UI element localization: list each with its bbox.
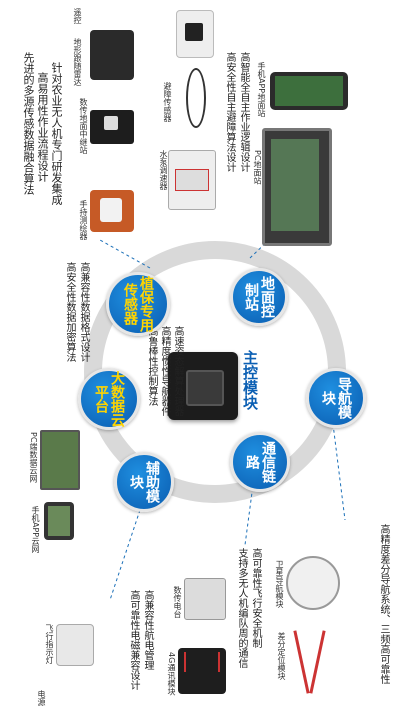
data-feature-2: 高安全性数据加密算法 [64,262,75,362]
handheld-mapper-image [90,190,134,232]
rtk-module-image [290,630,334,694]
radio-module-caption: 数传电台 [173,586,182,618]
caption-obstacle-sensor: 避障传感器 [163,82,172,122]
controller-chip-icon [186,370,224,406]
phone-app-caption: 手机APP地面站 [257,62,266,118]
pc-cloud-caption: PC端数据云网 [29,432,38,483]
comm-feature-2: 支持多无人机编队周的通信 [236,548,247,668]
data-feature-1: 高兼容性数据格式设计 [78,262,89,362]
node-ground-station[interactable]: 地面控制站 [230,268,288,326]
ground-feature-2: 高安全性自主避障算法设计 [224,52,235,172]
phone-cloud-caption: 手机APP云网 [31,506,40,554]
radio-module-image [184,578,226,620]
rtk-module-caption: 差分定位模块 [277,632,286,680]
remote-control-image [176,10,214,58]
pc-station-image [262,128,332,246]
center-line-2: 高精度惯性导航器件 [159,326,170,416]
center-line-3: 高鲁棒性控制算法 [146,326,157,406]
node-communication[interactable]: 通信链路 [230,432,290,492]
comm-feature-1: 高可靠性飞行安全机制 [250,548,261,648]
node-plant-label: 植保专用传感器 [122,276,154,332]
node-auxiliary-label: 辅助模块 [128,461,160,503]
node-communication-label: 通信链路 [244,441,276,483]
flight-light-caption: 飞行指示灯 [45,624,54,664]
pump-governor-image [168,150,216,210]
lte-module-caption: 4G通讯模块 [167,652,176,696]
flight-light-image [56,624,94,666]
terrain-radar-image [90,30,134,80]
node-navigation[interactable]: 导航模块 [306,368,366,428]
phone-cloud-image [44,502,74,540]
center-line-1: 高速姿态解算处理器 [172,326,183,416]
center-title: 主控模块 [241,350,259,410]
relay-station-image [90,110,134,144]
nav-feature: 高精度差分导航系统、三频高可靠性 [378,524,389,684]
node-ground-label: 地面控制站 [243,276,275,318]
node-cloud-platform[interactable]: 大数据云平台 [78,368,140,430]
sensor-feature-1: 针对农业无人机专门研发集成 [50,62,63,205]
node-cloud-label: 大数据云平台 [93,371,125,427]
gps-module-caption: 卫星导航模块 [275,560,284,608]
power-caption: 电源 [37,690,46,706]
main-controller-device [168,352,238,420]
caption-remote: 遥控 [73,8,82,24]
aux-feature-2: 高可靠性电磁兼容设计 [128,590,139,690]
caption-handheld-mapper: 手持测绘器 [79,200,88,240]
node-navigation-label: 导航模块 [320,377,352,419]
sensor-feature-2: 高易用性作业流程设计 [36,72,49,182]
lte-module-image [178,648,226,694]
phone-app-image [270,72,348,110]
node-plant-sensor[interactable]: 植保专用传感器 [106,272,170,336]
aux-feature-1: 高兼容性航电管理 [142,590,153,670]
caption-terrain-radar: 地形跟随雷达 [73,38,82,86]
pc-cloud-image [40,430,80,490]
obstacle-sensor-image [176,68,214,128]
gps-module-image [286,556,340,610]
ground-feature-1: 高智能全自主作业逻辑设计 [238,52,249,172]
caption-relay-station: 数传地面中继站 [79,98,88,154]
node-auxiliary[interactable]: 辅助模块 [114,452,174,512]
pc-station-caption: PC地面站 [253,150,262,185]
caption-pump-governor: 水泵调速器 [159,150,168,190]
sensor-feature-3: 先进的多源传感数据融合算法 [22,52,35,195]
